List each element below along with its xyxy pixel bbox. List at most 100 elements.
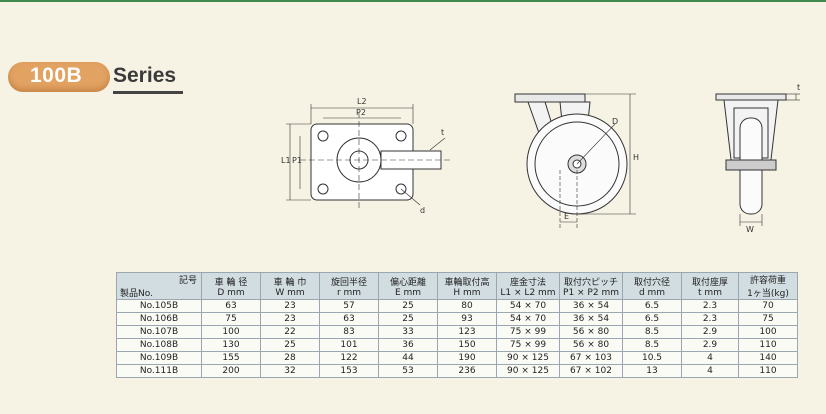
table-cell: 57 — [319, 299, 379, 313]
top-accent-line — [0, 0, 826, 2]
table-cell: 67 × 102 — [559, 364, 623, 378]
header-label: 取付座厚 — [691, 277, 728, 288]
table-cell: 10.5 — [622, 351, 682, 365]
header-label: 取付穴径 — [633, 277, 670, 288]
table-cell: 44 — [378, 351, 438, 365]
header-label: E mm — [394, 287, 422, 298]
table-cell: 63 — [201, 299, 261, 313]
table-cell: 8.5 — [622, 338, 682, 352]
table-cell: 75 × 99 — [496, 325, 560, 339]
corner-top: 記号 — [178, 276, 197, 286]
table-cell: 4 — [681, 351, 739, 365]
series-number: 100B — [30, 64, 83, 87]
header-label: 車 輪 径 — [214, 277, 248, 288]
header-label: W mm — [275, 287, 305, 298]
table-cell: 90 × 125 — [496, 364, 560, 378]
header-label: t mm — [698, 287, 722, 298]
table-cell: 54 × 70 — [496, 312, 560, 326]
table-cell: 155 — [201, 351, 261, 365]
header-label: 偏心距離 — [389, 277, 426, 288]
table-cell: 70 — [738, 299, 798, 313]
table-cell: 28 — [260, 351, 320, 365]
table-cell: 33 — [378, 325, 438, 339]
table-cell: 22 — [260, 325, 320, 339]
table-cell: 4 — [681, 364, 739, 378]
table-cell: 150 — [437, 338, 497, 352]
label-l2: L2 — [357, 97, 367, 106]
header-label: d mm — [638, 287, 666, 298]
table-cell: 2.3 — [681, 312, 739, 326]
table-cell: No.106B — [116, 312, 202, 326]
header-col: 許容荷重 1ヶ当(kg) — [738, 272, 798, 300]
table-cell: 36 × 54 — [559, 312, 623, 326]
table-cell: 83 — [319, 325, 379, 339]
table-cell: 25 — [378, 299, 438, 313]
table-cell: 32 — [260, 364, 320, 378]
table-cell: 6.5 — [622, 312, 682, 326]
series-badge — [8, 62, 110, 92]
table-cell: No.105B — [116, 299, 202, 313]
table-cell: 80 — [437, 299, 497, 313]
table-cell: No.107B — [116, 325, 202, 339]
table-cell: No.111B — [116, 364, 202, 378]
table-cell: 153 — [319, 364, 379, 378]
table-cell: 6.5 — [622, 299, 682, 313]
series-label: Series — [113, 64, 177, 87]
table-cell: 56 × 80 — [559, 338, 623, 352]
label-l1: L1 — [281, 156, 291, 165]
corner-bottom: 製品No. — [120, 289, 153, 299]
table-cell: 2.3 — [681, 299, 739, 313]
table-cell: 236 — [437, 364, 497, 378]
label-W: W — [746, 225, 754, 234]
table-cell: 23 — [260, 312, 320, 326]
table-cell: 36 × 54 — [559, 299, 623, 313]
header-label: 許容荷重 — [749, 276, 786, 286]
table-cell: 75 — [738, 312, 798, 326]
header-label: 座金寸法 — [509, 277, 546, 288]
table-cell: No.109B — [116, 351, 202, 365]
table-cell: 122 — [319, 351, 379, 365]
header-label: 旋回半径 — [330, 277, 367, 288]
table-cell: 130 — [201, 338, 261, 352]
table-cell: 93 — [437, 312, 497, 326]
table-cell: 13 — [622, 364, 682, 378]
header-label: H mm — [453, 287, 481, 298]
table-cell: 100 — [738, 325, 798, 339]
header-label: 1ヶ当(kg) — [747, 289, 789, 299]
side-view-drawing — [514, 93, 636, 228]
table-cell: 110 — [738, 364, 798, 378]
series-underline — [113, 91, 183, 94]
table-cell: 2.9 — [681, 325, 739, 339]
table-cell: 75 — [201, 312, 261, 326]
table-cell: 63 — [319, 312, 379, 326]
table-cell: 190 — [437, 351, 497, 365]
label-D: D — [612, 117, 618, 126]
header-label: r mm — [336, 287, 362, 298]
table-cell: 110 — [738, 338, 798, 352]
table-cell: 67 × 103 — [559, 351, 623, 365]
table-cell: 101 — [319, 338, 379, 352]
label-p1: P1 — [292, 156, 302, 165]
label-t-top: t — [441, 128, 444, 137]
table-cell: 36 — [378, 338, 438, 352]
header-label: P1 × P2 mm — [563, 287, 619, 298]
table-cell: 8.5 — [622, 325, 682, 339]
front-view-drawing — [715, 93, 800, 226]
label-E: E — [564, 212, 569, 221]
